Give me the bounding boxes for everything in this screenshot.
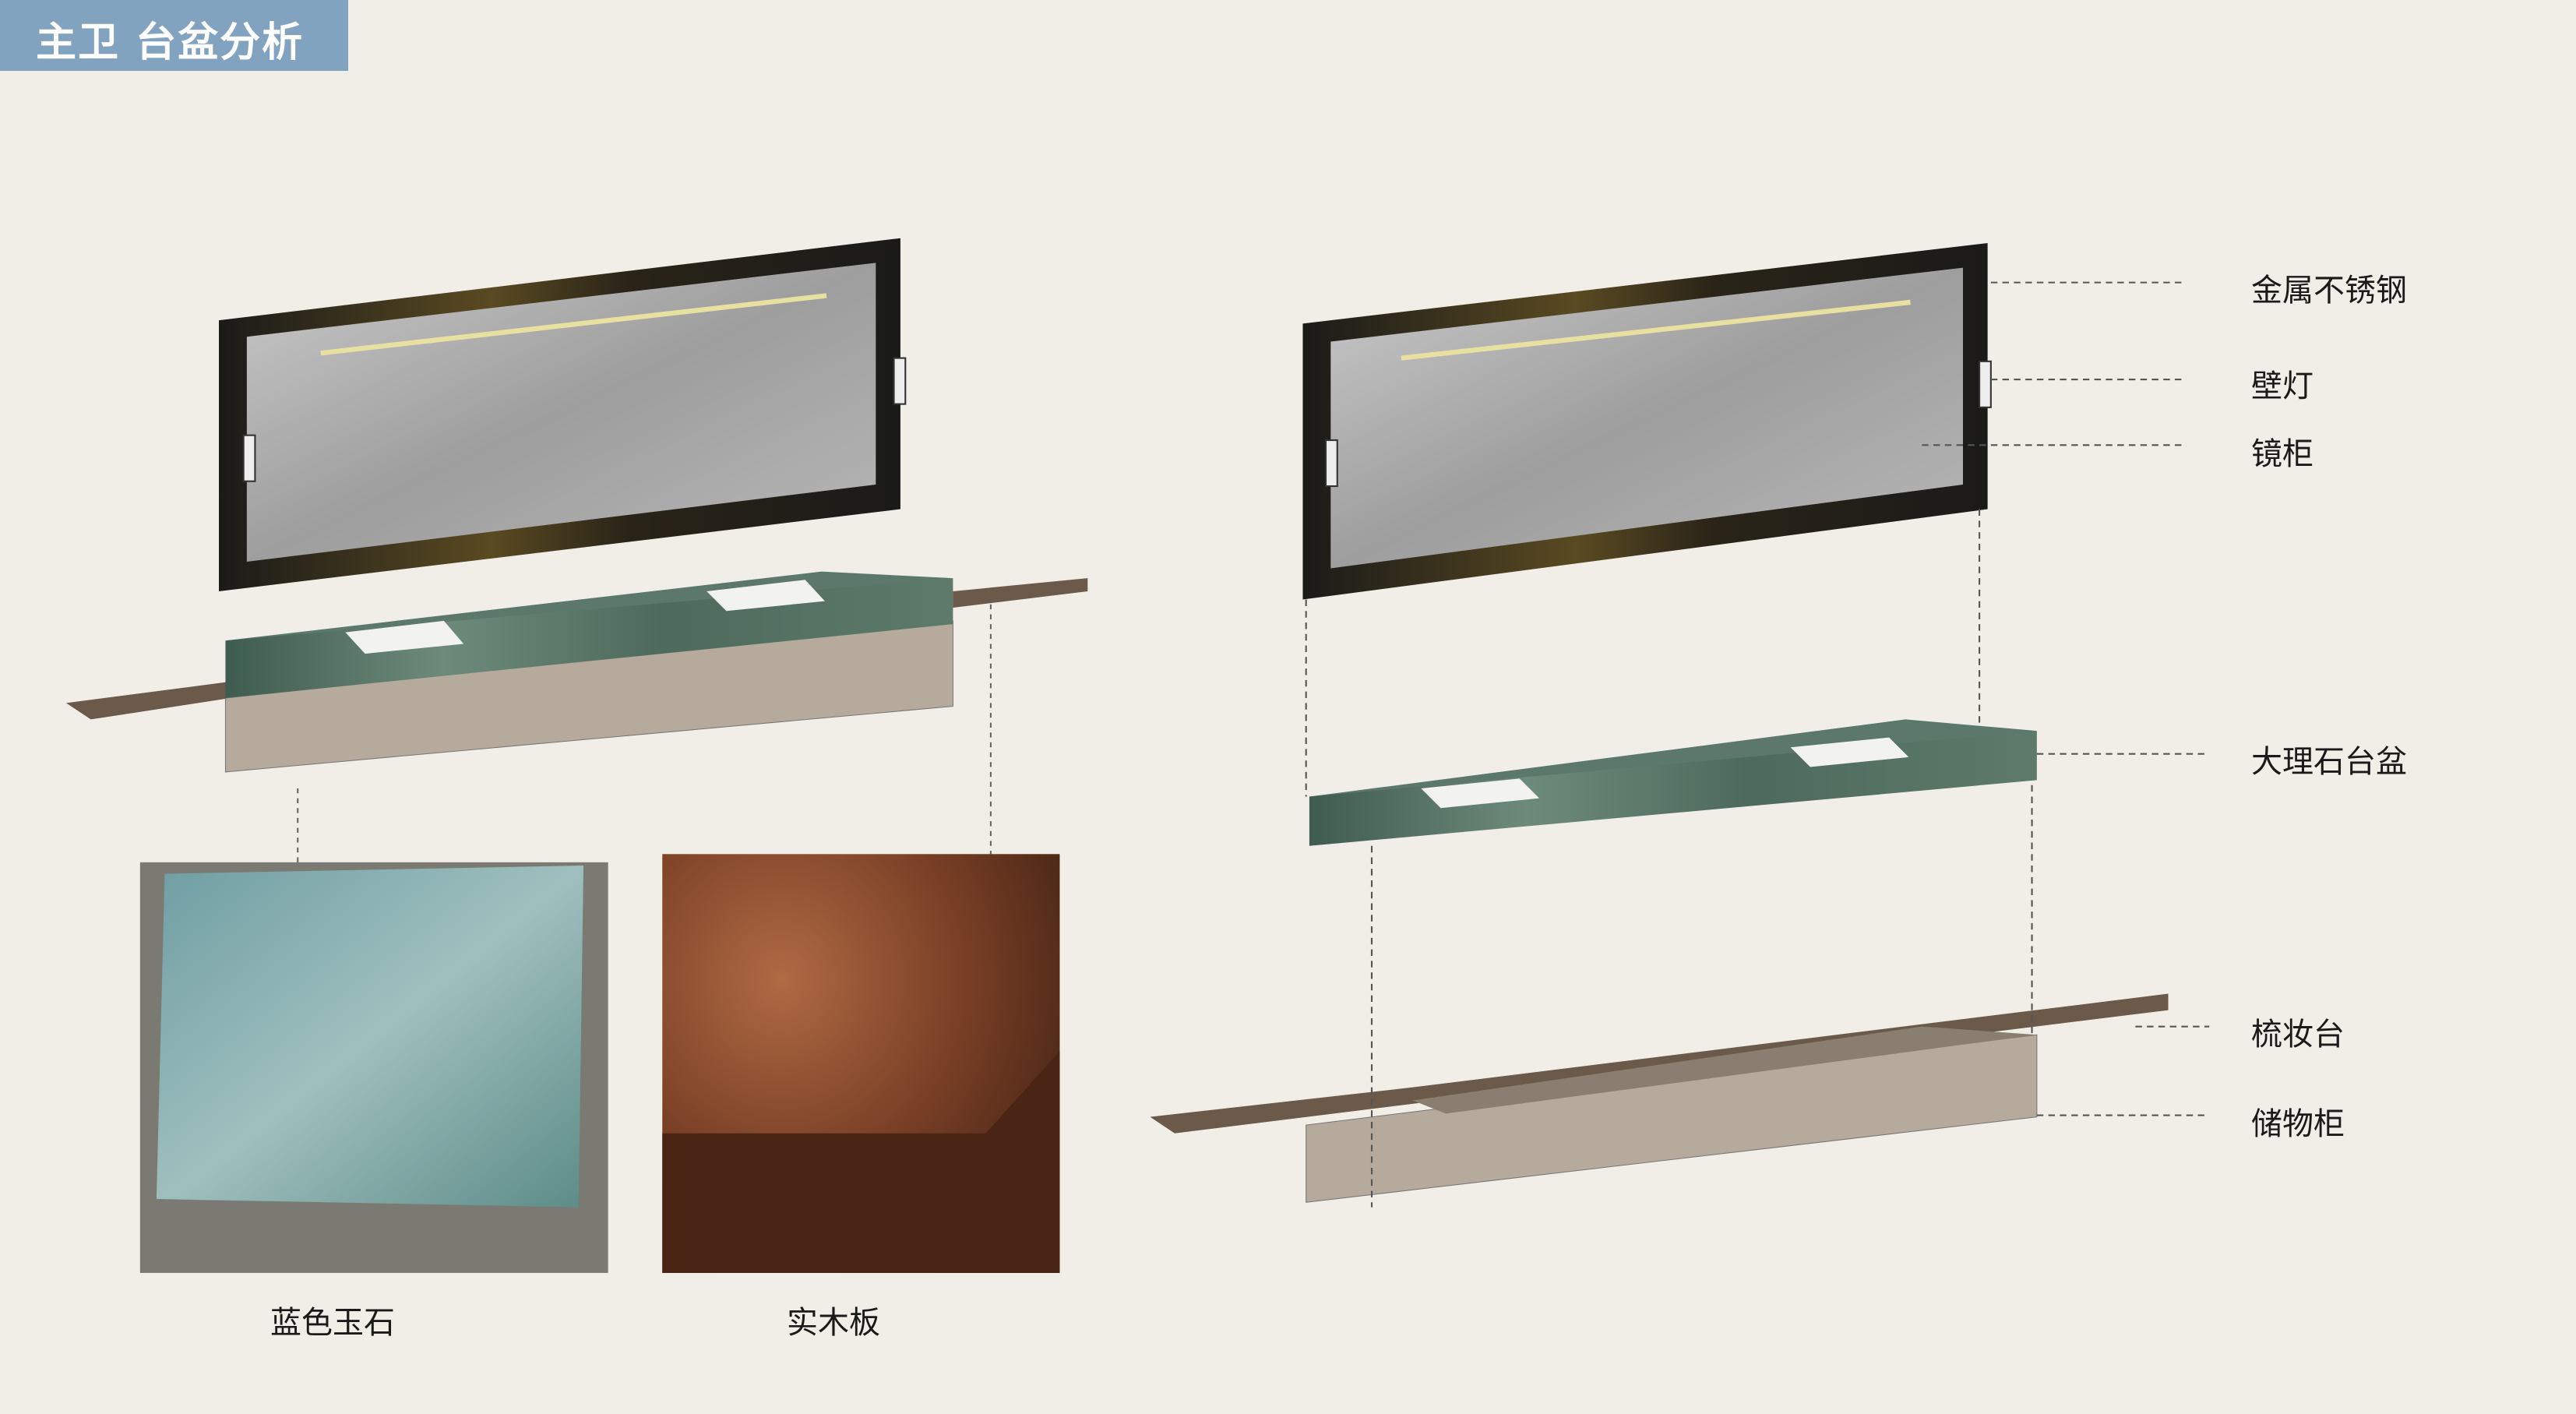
page-title: 主卫 台盆分析 [36,19,305,66]
callout-marble-basin: 大理石台盆 [2251,744,2407,780]
material-label-blue-jade: 蓝色玉石 [270,1305,395,1341]
right-marble-countertop-front [1309,731,2037,846]
material-label-solid-wood: 实木板 [787,1305,880,1341]
callout-storage-cabinet: 储物柜 [2251,1106,2345,1142]
left-wall-lamp-icon [242,434,256,482]
right-basin [1790,737,1909,767]
left-assembled-vanity [65,238,1088,862]
walnut-edge [662,1051,1060,1273]
left-basin [707,580,825,612]
right-basin [1421,778,1540,809]
left-mirror-light-strip [320,293,827,356]
right-wall-lamp-icon [1979,360,1992,408]
callout-dresser: 梳妆台 [2251,1017,2345,1053]
right-mirror-glass [1330,267,1963,569]
left-shelf-board [953,578,1088,608]
blue-jade-slab [156,866,584,1208]
left-wall-lamp-icon [893,357,907,405]
left-mirror-glass [246,263,876,562]
right-cabinet-top [1412,1026,2037,1114]
left-shelf-board [65,681,231,720]
callout-mirror-cabinet: 镜柜 [2251,436,2313,472]
right-mirror-light-strip [1401,299,1911,361]
callout-stainless-steel: 金属不锈钢 [2251,273,2407,309]
right-exploded-vanity [1150,243,2169,1203]
left-marble-countertop-front [225,578,953,699]
callout-wall-lamp: 壁灯 [2251,368,2313,404]
title-banner: 主卫 台盆分析 [0,0,348,71]
right-wall-lamp-icon [1324,439,1338,488]
callout-leaders [1305,281,2210,1208]
left-basin [345,620,464,654]
